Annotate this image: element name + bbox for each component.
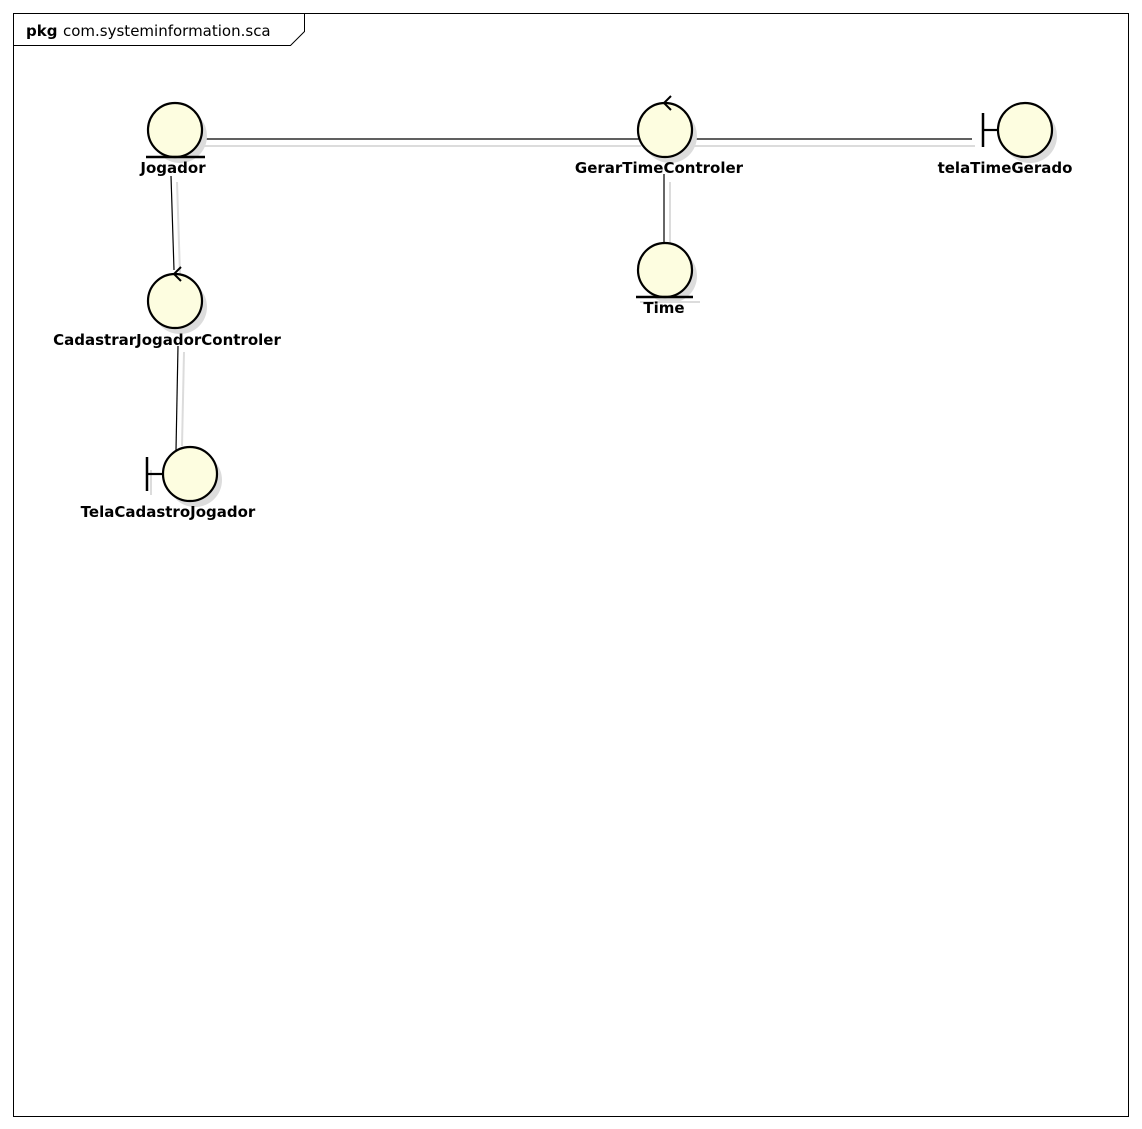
- boundary-label: TelaCadastroJogador: [81, 503, 256, 521]
- control-label: GerarTimeControler: [575, 159, 744, 177]
- entity-circle: [146, 101, 204, 159]
- entity-time[interactable]: Time: [636, 241, 700, 317]
- boundary-tela-cadastro-jogador[interactable]: TelaCadastroJogador: [81, 445, 256, 521]
- boundary-circle: [161, 445, 219, 503]
- control-label: CadastrarJogadorControler: [53, 331, 281, 349]
- control-cadastrar-jogador-controler[interactable]: CadastrarJogadorControler: [53, 266, 281, 349]
- entity-label: Jogador: [139, 159, 206, 177]
- control-arrow-icon: [172, 266, 182, 282]
- link-jogador-cadastrar: [170, 175, 175, 271]
- boundary-label: telaTimeGerado: [938, 159, 1073, 177]
- link-cadastrar-telacadastro: [175, 345, 179, 451]
- entity-jogador[interactable]: Jogador: [139, 101, 207, 177]
- control-arrow-icon: [662, 95, 672, 111]
- package-name: com.systeminformation.sca: [63, 22, 271, 40]
- boundary-circle: [996, 101, 1054, 159]
- package-tab: [13, 13, 305, 46]
- control-circle: [636, 101, 694, 159]
- entity-label: Time: [643, 299, 684, 317]
- package-frame: [13, 13, 1129, 1117]
- control-circle: [146, 272, 204, 330]
- entity-circle: [636, 241, 694, 299]
- control-gerar-time-controler[interactable]: GerarTimeControler: [575, 95, 744, 177]
- package-keyword: pkg: [26, 22, 57, 40]
- boundary-tela-time-gerado[interactable]: telaTimeGerado: [938, 101, 1073, 177]
- links: [170, 138, 975, 451]
